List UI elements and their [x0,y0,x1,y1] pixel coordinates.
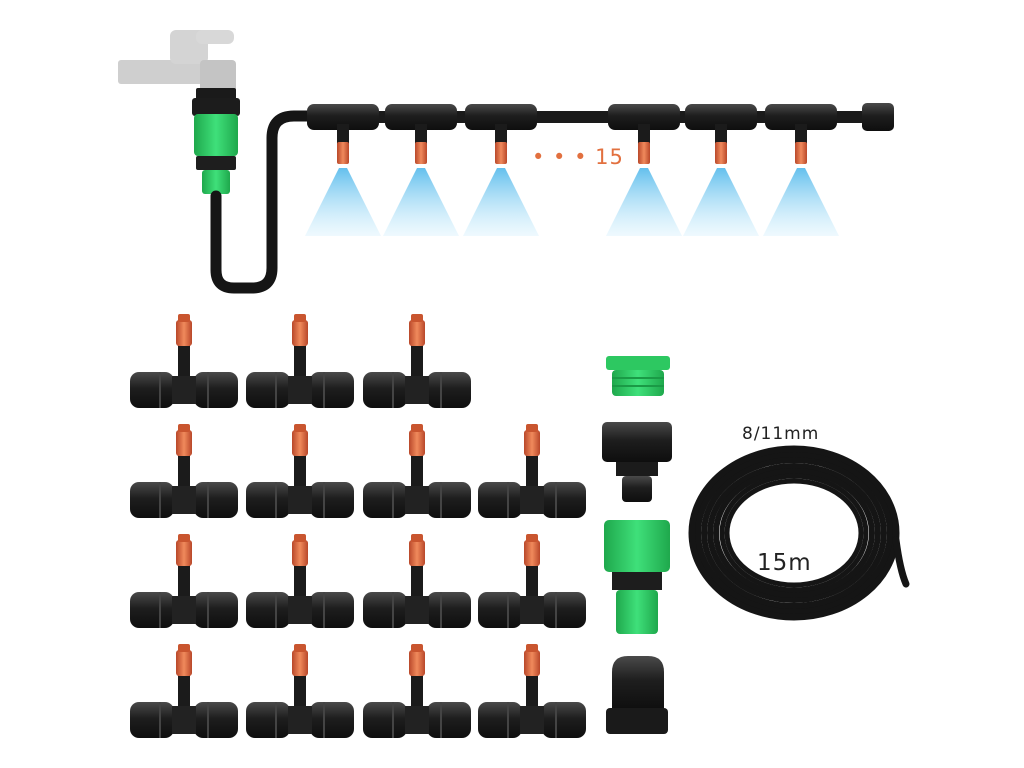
line-nozzle [463,104,539,236]
faucet-icon [118,30,236,96]
line-nozzle [606,104,682,236]
mist-spray-icon [606,168,682,236]
line-nozzle [305,104,381,236]
tee-fitting-icon [130,534,238,628]
tee-fitting-icon [246,314,354,408]
tee-fitting-icon [246,534,354,628]
hose-connector-icon [604,520,670,634]
tee-fitting-icon [246,424,354,518]
line-nozzle [763,104,839,236]
tee-fitting-icon [246,644,354,738]
thread-adapter-icon [606,356,670,396]
tee-fitting-icon [478,644,586,738]
nozzle-count-label: • • • 15 [532,145,624,169]
line-nozzle [383,104,459,236]
quick-connector-icon [192,88,240,194]
tee-fitting-icon [363,644,471,738]
end-plug-icon [606,656,668,734]
tee-fitting-icon [363,424,471,518]
mist-spray-icon [463,168,539,236]
supply-hose [210,110,328,294]
tee-fitting-icon [130,644,238,738]
tee-fitting-icon [130,424,238,518]
tee-fitting-icon [478,534,586,628]
mist-spray-icon [305,168,381,236]
tee-fitting-icon [363,534,471,628]
tee-fitting-icon [130,314,238,408]
mist-spray-icon [763,168,839,236]
tube-length-label: 15m [757,550,812,576]
mist-spray-icon [683,168,759,236]
main-line-tees [305,104,839,236]
hose-coil-icon [688,445,910,621]
line-nozzle [683,104,759,236]
tee-fitting-icon [478,424,586,518]
faucet-connector-icon [602,422,672,502]
tee-fitting-grid [130,314,586,738]
tee-fitting-icon [363,314,471,408]
mist-spray-icon [383,168,459,236]
tube-size-label: 8/11mm [742,424,820,444]
